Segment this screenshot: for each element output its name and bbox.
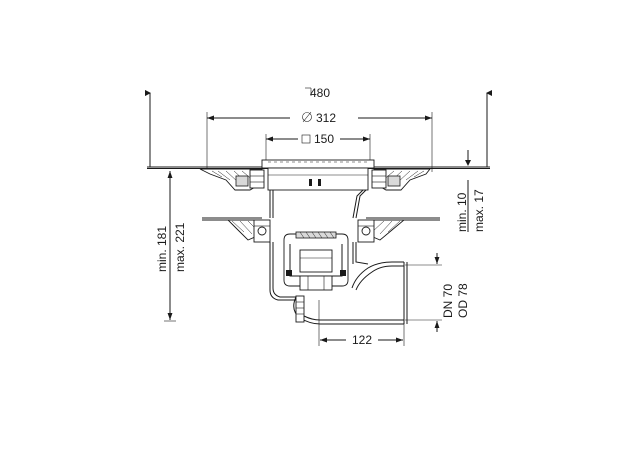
lower-flange-right: [357, 217, 440, 243]
outlet-dn-label: DN 70: [441, 284, 455, 318]
adjust-range-min-label: min. 10: [455, 192, 469, 232]
outlet-bend: [293, 261, 408, 325]
dimension-overall-width: 480: [145, 86, 492, 167]
grate-frame: [261, 159, 375, 191]
overall-width-label: 480: [310, 86, 330, 100]
odour-trap-insert: [283, 231, 349, 291]
upper-body-walls: [269, 189, 367, 219]
height-max-label: max. 221: [173, 222, 187, 272]
drain-bowl: [269, 242, 369, 301]
upper-flange-right: [371, 168, 431, 191]
square-symbol-icon: [301, 134, 311, 144]
grate-diameter-label: 312: [316, 111, 336, 125]
dimension-grate-square: 150: [265, 132, 371, 160]
grate-square-label: 150: [314, 132, 334, 146]
upper-flange-left: [199, 168, 265, 191]
dimension-height: min. 181 max. 221: [155, 171, 187, 322]
outlet-od-label: OD 78: [456, 283, 470, 318]
diameter-symbol-icon: [302, 112, 312, 122]
outlet-offset-label: 122: [352, 333, 372, 347]
dimension-adjust-range: min. 10 max. 17: [455, 150, 486, 232]
height-min-label: min. 181: [155, 226, 169, 272]
dimension-outlet-pipe: DN 70 OD 78: [405, 253, 470, 332]
adjust-range-max-label: max. 17: [472, 189, 486, 232]
dimension-grate-diameter: 312: [206, 111, 433, 172]
drain-body: [199, 159, 440, 325]
dimension-outlet-offset: 122: [318, 300, 405, 347]
lower-flange-left: [202, 217, 271, 243]
